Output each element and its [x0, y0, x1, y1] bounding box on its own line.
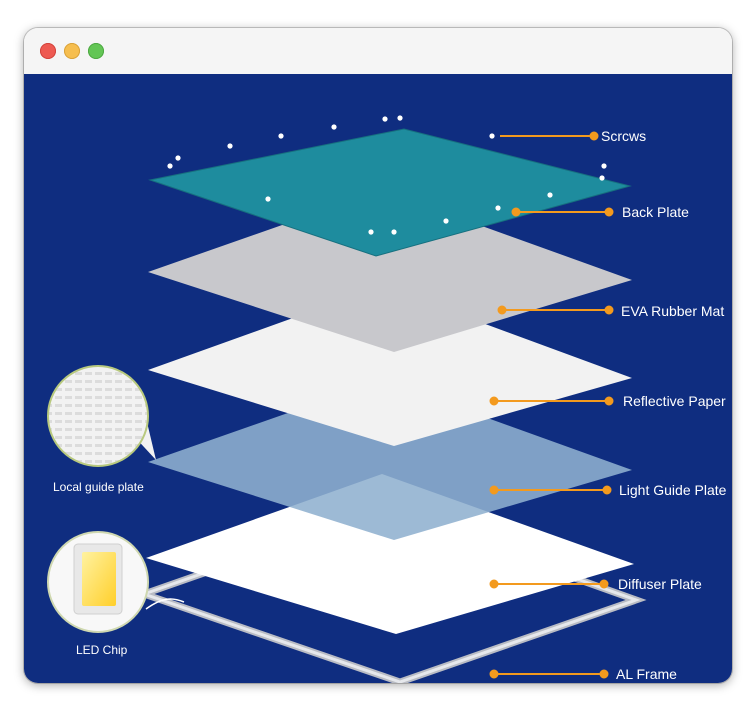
label-light-guide-plate: Light Guide Plate: [619, 482, 727, 498]
title-bar: [24, 28, 732, 74]
label-local-guide-plate: Local guide plate: [53, 480, 144, 494]
label-back-plate: Back Plate: [622, 204, 689, 220]
minimize-button[interactable]: [64, 43, 80, 59]
light-guide-plate: [148, 380, 632, 540]
label-eva-rubber-mat: EVA Rubber Mat: [621, 303, 724, 319]
maximize-button[interactable]: [88, 43, 104, 59]
label-diffuser-plate: Diffuser Plate: [618, 576, 702, 592]
label-reflective-paper: Reflective Paper: [623, 393, 726, 409]
leader-lines: [489, 131, 614, 679]
exploded-panel-diagram: Scrcws Back Plate EVA Rubber Mat Reflect…: [47, 115, 727, 683]
diffuser-plate: [146, 474, 634, 634]
diagram-canvas: Scrcws Back Plate EVA Rubber Mat Reflect…: [24, 74, 732, 683]
app-window: Scrcws Back Plate EVA Rubber Mat Reflect…: [24, 28, 732, 683]
close-button[interactable]: [40, 43, 56, 59]
back-plate: [148, 128, 632, 257]
label-screws: Scrcws: [601, 128, 646, 144]
screws: [167, 115, 607, 235]
eva-rubber-mat: [148, 190, 632, 352]
reflective-paper: [148, 286, 632, 446]
label-al-frame: AL Frame: [616, 666, 677, 682]
label-led-chip: LED Chip: [76, 643, 128, 657]
led-chip-callout: [47, 531, 185, 633]
guide-plate-callout: [47, 365, 156, 467]
